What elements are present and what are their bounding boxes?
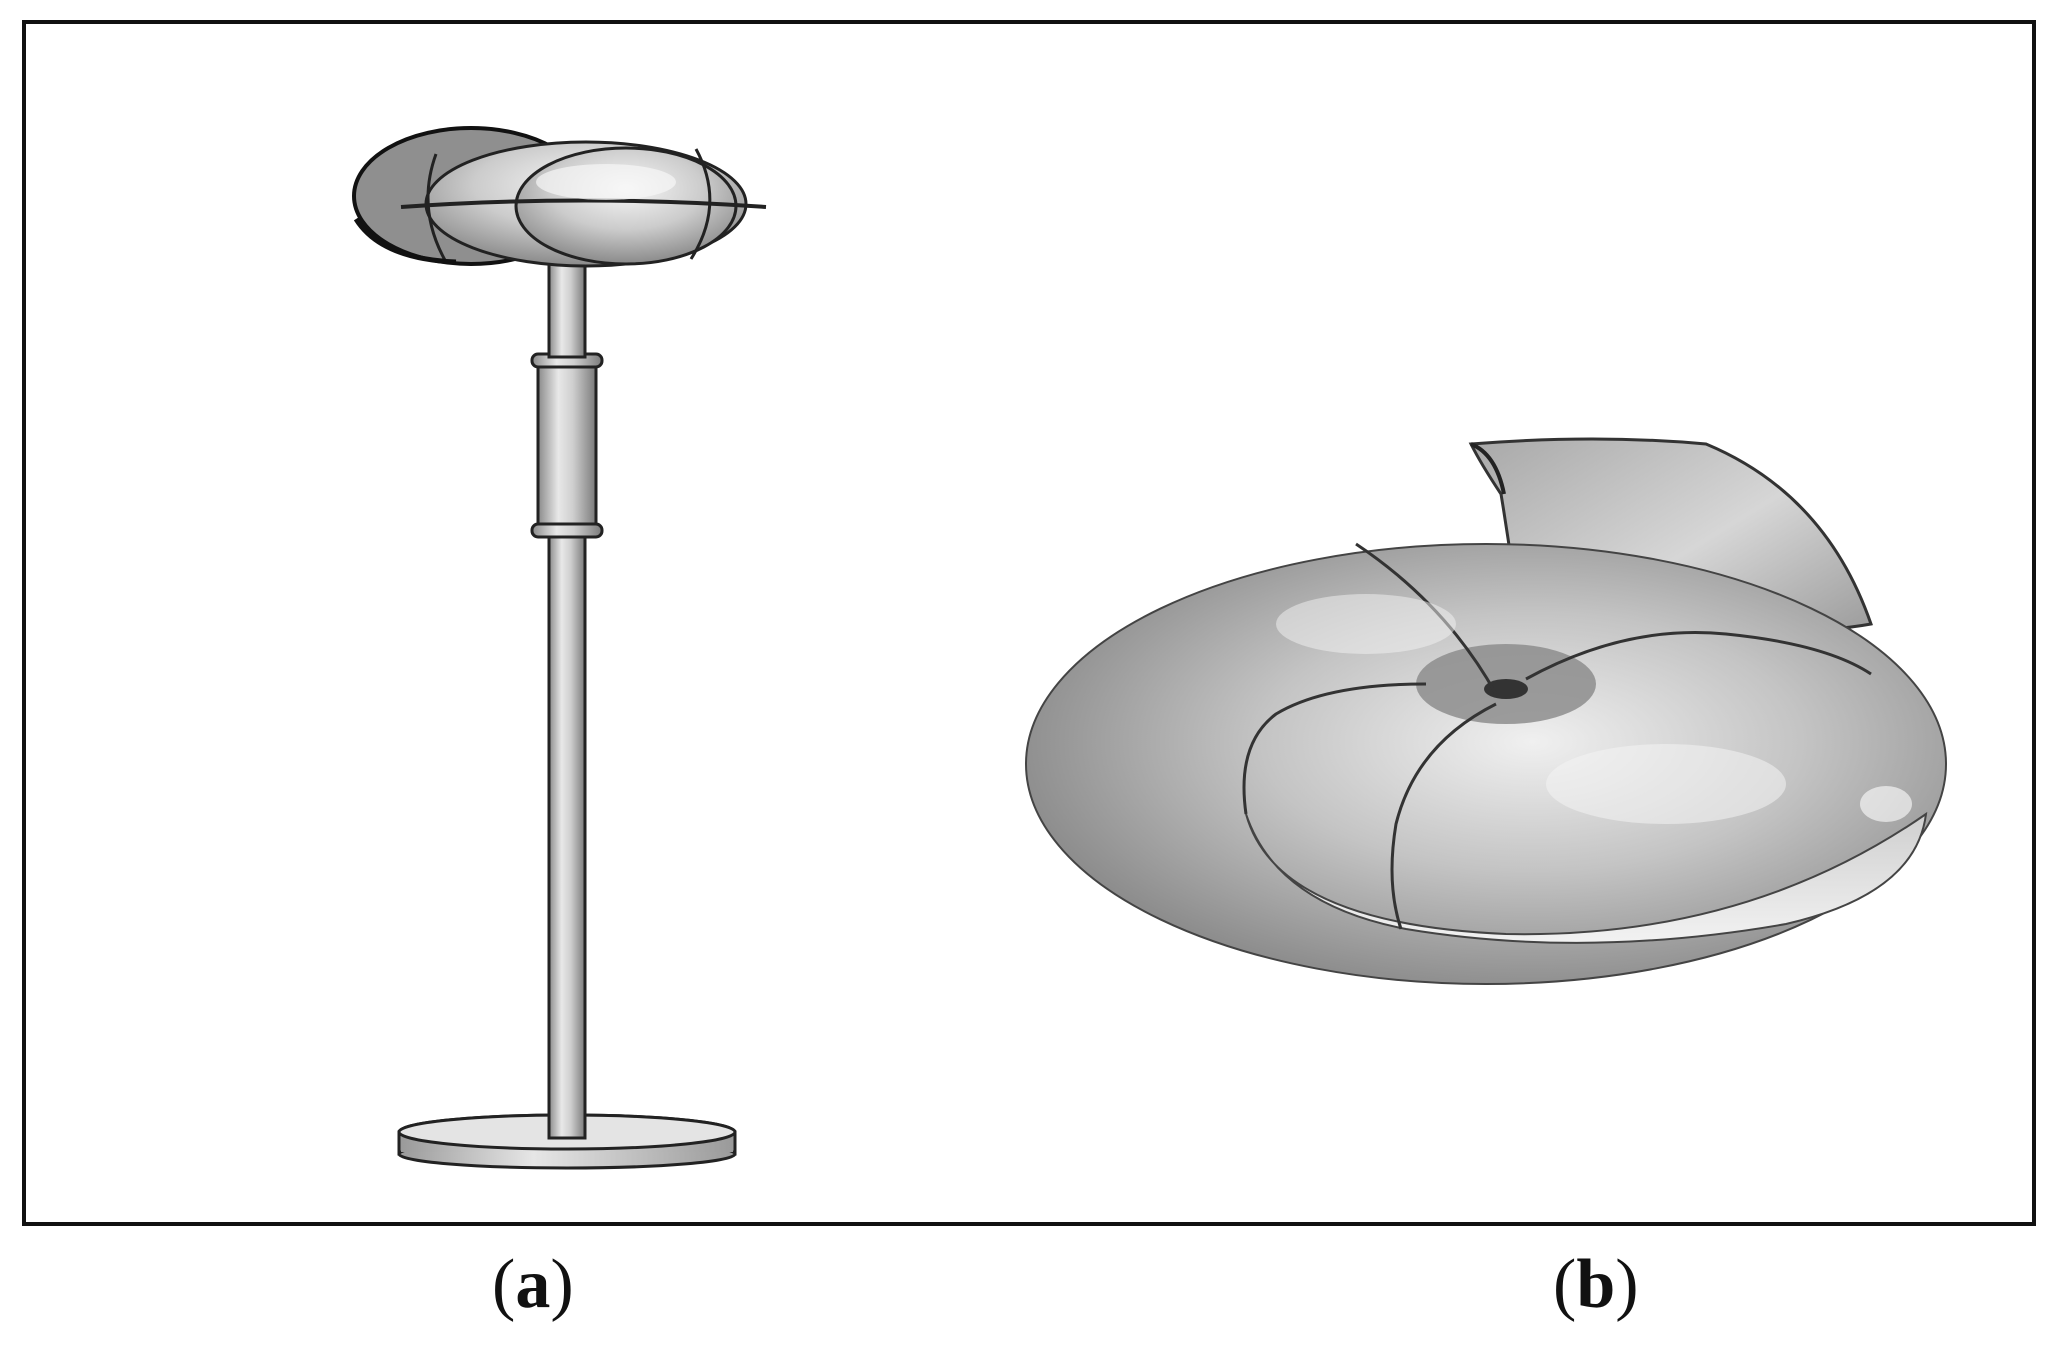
- caption-a-letter: a: [515, 1246, 551, 1323]
- torus-lower-lip: [1245, 811, 1928, 944]
- small-toroidal-rotor: [352, 126, 767, 268]
- pole-sleeve: [536, 358, 598, 532]
- caption-b-letter: b: [1576, 1246, 1616, 1323]
- caption-a-open: (: [492, 1246, 516, 1323]
- torus-outer: [1025, 543, 1947, 985]
- lower-pole: [547, 530, 587, 1140]
- figure-frame: [22, 20, 2036, 1226]
- figure-illustration: [352, 126, 1947, 1170]
- caption-b: (b): [1553, 1250, 1639, 1320]
- turbine-on-pole: [352, 126, 767, 1170]
- caption-b-close: ): [1615, 1246, 1639, 1323]
- caption-a: (a): [492, 1250, 574, 1320]
- caption-b-open: (: [1553, 1246, 1577, 1323]
- caption-a-close: ): [550, 1246, 574, 1323]
- toroidal-rotor-closeup: [1025, 437, 1947, 985]
- lower-collar: [530, 522, 604, 539]
